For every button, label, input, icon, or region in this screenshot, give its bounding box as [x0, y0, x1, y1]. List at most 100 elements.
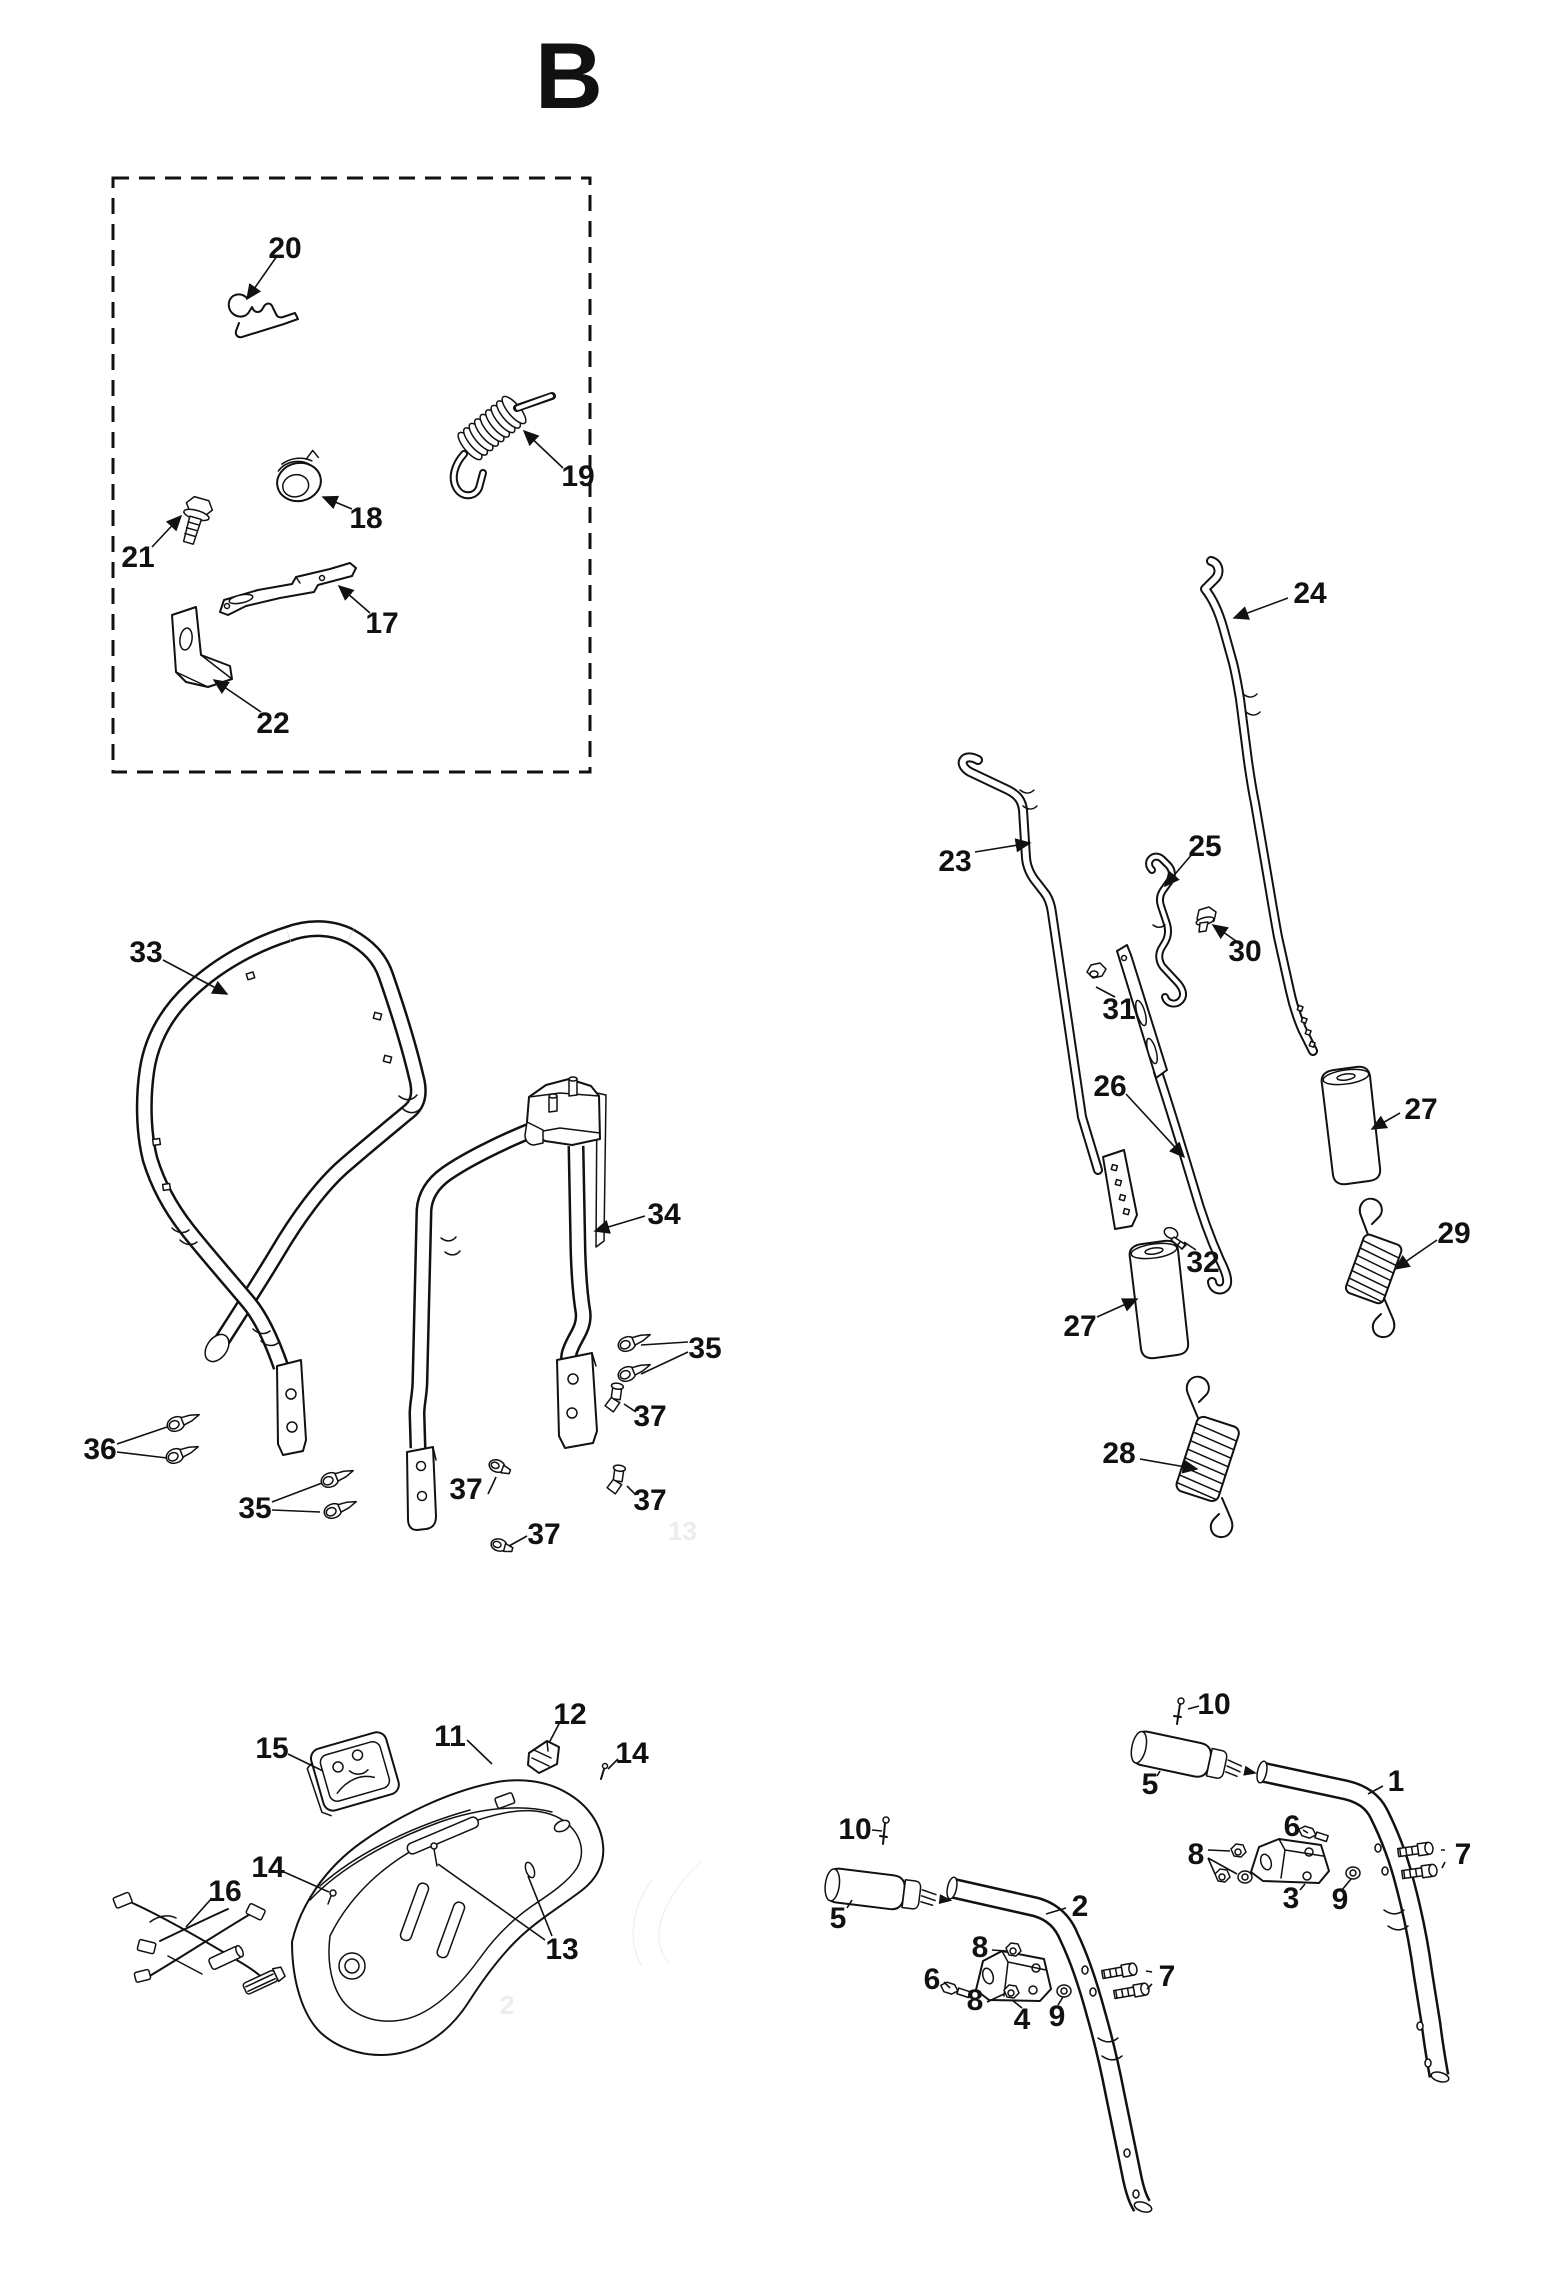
part-8-nuts-right — [1214, 1843, 1253, 1884]
callout-16: 16 — [208, 1875, 241, 1908]
callout-8-right: 8 — [1188, 1838, 1205, 1871]
part-9-washer-right — [1345, 1866, 1361, 1880]
callout-37-b: 37 — [527, 1518, 560, 1551]
callout-29: 29 — [1437, 1217, 1470, 1250]
callout-11: 11 — [434, 1720, 466, 1753]
part-20-hairpin-cotter-pin — [227, 293, 299, 339]
leader-lines — [116, 255, 1446, 2009]
callout-10-left: 10 — [838, 1813, 871, 1846]
watermark: 13 2 — [500, 1516, 701, 2020]
callout-7-left: 7 — [1159, 1960, 1176, 1993]
callout-1: 1 — [1388, 1765, 1405, 1798]
callout-8-left-b: 8 — [967, 1984, 984, 2017]
part-35-push-rivets-left — [320, 1469, 357, 1520]
watermark-text: 13 — [668, 1516, 697, 1546]
callout-30: 30 — [1228, 935, 1261, 968]
callout-37-a: 37 — [449, 1473, 482, 1506]
watermark-swirl — [632, 1861, 701, 1967]
callout-10-right: 10 — [1197, 1688, 1230, 1721]
callout-3: 3 — [1283, 1882, 1300, 1915]
part-5-grip-right — [1130, 1730, 1258, 1779]
callout-20: 20 — [268, 232, 301, 265]
part-30-bolt — [1195, 906, 1217, 933]
part-8-nuts-left — [1003, 1942, 1022, 1999]
callout-21: 21 — [121, 541, 154, 574]
page-title: B — [535, 23, 603, 128]
callout-6-left: 6 — [924, 1963, 941, 1996]
part-36-push-rivets — [165, 1413, 200, 1465]
part-6-bolt-left — [939, 1981, 971, 1999]
callout-12: 12 — [553, 1698, 586, 1731]
callout-18: 18 — [349, 502, 382, 535]
callout-14-right: 14 — [615, 1737, 649, 1770]
callout-37-c: 37 — [633, 1400, 666, 1433]
part-17-control-lever — [219, 562, 357, 616]
callout-8-left-a: 8 — [972, 1931, 989, 1964]
part-7-bolts-right — [1396, 1841, 1438, 1880]
part-32-bolt — [1163, 1226, 1187, 1250]
part-31-flange-nut — [1086, 962, 1107, 979]
part-7-bolts-left — [1100, 1962, 1150, 2000]
part-22-mount-bracket — [171, 606, 233, 688]
part-15-console-cover — [306, 1731, 400, 1817]
part-9-washer-left — [1056, 1984, 1072, 1998]
part-23-control-rod — [957, 752, 1138, 1230]
callout-32: 32 — [1186, 1246, 1219, 1279]
part-26-shift-rod — [1116, 944, 1233, 1295]
callout-2: 2 — [1072, 1890, 1089, 1923]
callout-13: 13 — [545, 1933, 578, 1966]
callout-26: 26 — [1093, 1070, 1126, 1103]
part-34-lower-handle — [406, 1076, 607, 1531]
callout-6-right: 6 — [1284, 1810, 1301, 1843]
part-10-cotter-pin-left — [879, 1816, 890, 1845]
part-3-bracket — [1250, 1838, 1330, 1884]
part-18-cam-lock-bushing — [276, 449, 322, 503]
callout-34: 34 — [647, 1198, 681, 1231]
callout-35-right: 35 — [688, 1332, 721, 1365]
callout-31: 31 — [1102, 993, 1135, 1026]
part-1-handle-tube-right — [1256, 1760, 1450, 2083]
callout-28: 28 — [1102, 1437, 1135, 1470]
callout-19: 19 — [561, 460, 594, 493]
callout-23: 23 — [938, 845, 971, 878]
part-5-grip-left — [824, 1867, 953, 1911]
callout-9-right: 9 — [1332, 1883, 1349, 1916]
callout-24: 24 — [1293, 577, 1327, 610]
part-27-grip-tube-left — [1128, 1239, 1190, 1360]
callout-25: 25 — [1188, 830, 1221, 863]
callout-15: 15 — [255, 1732, 288, 1765]
callout-9-left: 9 — [1049, 2000, 1066, 2033]
callout-35-left: 35 — [238, 1492, 271, 1525]
part-19-torsion-spring — [449, 392, 556, 500]
part-37-bolts — [488, 1382, 627, 1553]
callout-labels: 20 19 18 21 17 22 24 23 25 30 31 26 27 2… — [83, 232, 1471, 2036]
part-27-grip-tube-right — [1320, 1065, 1382, 1186]
part-12-clip — [527, 1740, 560, 1774]
callout-33: 33 — [129, 936, 162, 969]
part-6-bolt-right — [1297, 1825, 1329, 1843]
part-25-link-rod — [1145, 852, 1188, 1008]
part-11-console-housing — [291, 1779, 605, 2056]
inset-box — [111, 176, 592, 774]
callout-4: 4 — [1014, 2003, 1031, 2036]
part-4-bracket — [975, 1950, 1052, 2002]
part-2-handle-tube-left — [946, 1876, 1153, 2213]
callout-17: 17 — [365, 607, 398, 640]
callout-27-right: 27 — [1404, 1093, 1437, 1126]
part-14-screw-right — [600, 1762, 609, 1780]
part-33-upper-handle — [135, 920, 427, 1456]
part-16-wire-harness — [112, 1891, 286, 1995]
callout-7-right: 7 — [1455, 1838, 1472, 1871]
part-21-flange-bolt — [182, 495, 214, 545]
callout-37-d: 37 — [633, 1484, 666, 1517]
callout-5-right: 5 — [1142, 1768, 1159, 1801]
callout-27-left: 27 — [1063, 1310, 1096, 1343]
part-35-push-rivets-right — [617, 1333, 651, 1383]
callout-5-left: 5 — [830, 1902, 847, 1935]
callout-14-left: 14 — [251, 1851, 285, 1884]
part-10-cotter-pin-right — [1173, 1697, 1185, 1725]
watermark-text: 2 — [500, 1990, 514, 2020]
part-28-extension-spring — [1175, 1375, 1240, 1539]
